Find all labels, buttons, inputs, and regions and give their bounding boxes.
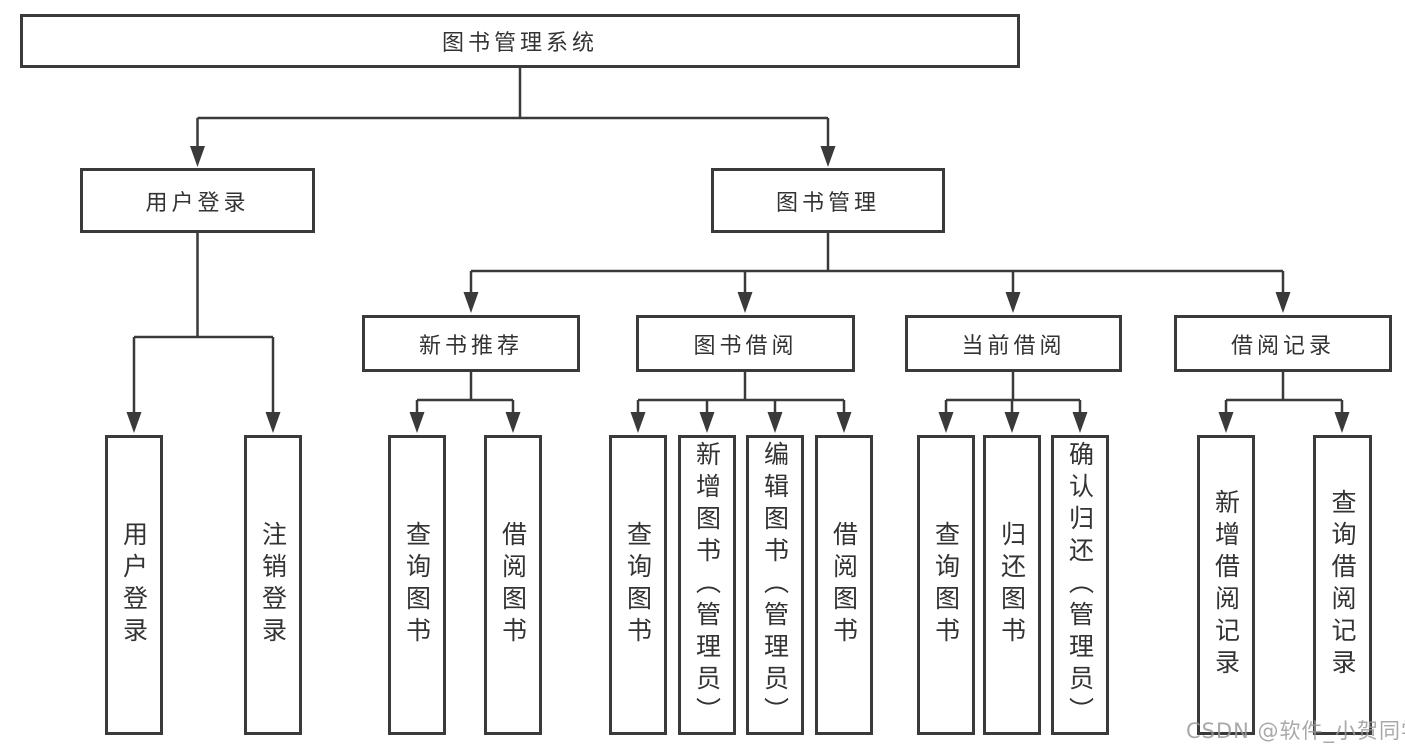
arrow-down-icon bbox=[767, 412, 783, 433]
arrow-down-icon bbox=[836, 412, 852, 433]
leaf-logout-label: 注销登录 bbox=[258, 521, 288, 649]
arrow-down-icon bbox=[938, 412, 954, 433]
arrow-down-icon bbox=[699, 412, 715, 433]
leaf-borrow-book: 借阅图书 bbox=[815, 435, 873, 735]
arrow-down-icon bbox=[505, 412, 521, 433]
arrow-down-icon bbox=[820, 146, 836, 167]
node-book-management: 图书管理 bbox=[711, 168, 945, 233]
node-new-book-recommend-label: 新书推荐 bbox=[418, 333, 523, 359]
leaf-add-book-admin: 新增图书（管理员） bbox=[678, 435, 736, 735]
arrow-down-icon bbox=[463, 292, 479, 313]
arrow-down-icon bbox=[737, 292, 753, 313]
arrow-down-icon bbox=[1218, 412, 1234, 433]
leaf-confirm-return-admin-label: 确认归还（管理员） bbox=[1065, 441, 1095, 729]
leaf-edit-book-admin: 编辑图书（管理员） bbox=[746, 435, 804, 735]
watermark: CSDN @软件_小贺同学 bbox=[1186, 719, 1405, 743]
arrow-down-icon bbox=[1005, 292, 1021, 313]
arrow-down-icon bbox=[1004, 412, 1020, 433]
node-current-borrow-label: 当前借阅 bbox=[961, 333, 1066, 359]
leaf-query-book-recommend: 查询图书 bbox=[388, 435, 446, 735]
leaf-return-book-label: 归还图书 bbox=[997, 521, 1027, 649]
arrow-down-icon bbox=[190, 146, 205, 167]
arrow-down-icon bbox=[1072, 412, 1088, 433]
node-borrow-records: 借阅记录 bbox=[1174, 315, 1392, 372]
leaf-query-book-recommend-label: 查询图书 bbox=[402, 521, 432, 649]
node-borrow-records-label: 借阅记录 bbox=[1230, 333, 1335, 359]
leaf-borrow-book-recommend: 借阅图书 bbox=[484, 435, 542, 735]
arrow-down-icon bbox=[126, 412, 142, 433]
arrowhead-icons bbox=[126, 146, 1350, 433]
leaf-query-book-borrow-label: 查询图书 bbox=[623, 521, 653, 649]
node-book-borrow: 图书借阅 bbox=[636, 315, 855, 372]
node-root-label: 图书管理系统 bbox=[441, 31, 598, 56]
leaf-add-borrow-record-label: 新增借阅记录 bbox=[1211, 489, 1241, 681]
arrow-down-icon bbox=[409, 412, 425, 433]
leaf-edit-book-admin-label: 编辑图书（管理员） bbox=[760, 441, 790, 729]
leaf-query-borrow-record-label: 查询借阅记录 bbox=[1328, 489, 1357, 681]
arrow-down-icon bbox=[265, 412, 281, 433]
leaf-logout: 注销登录 bbox=[244, 435, 302, 735]
arrow-down-icon bbox=[1275, 292, 1291, 313]
node-current-borrow: 当前借阅 bbox=[905, 315, 1122, 372]
leaf-confirm-return-admin: 确认归还（管理员） bbox=[1051, 435, 1109, 735]
node-user-login: 用户登录 bbox=[80, 168, 315, 233]
leaf-query-borrow-record: 查询借阅记录 bbox=[1313, 435, 1372, 735]
node-root: 图书管理系统 bbox=[20, 14, 1020, 68]
node-user-login-label: 用户登录 bbox=[145, 190, 250, 216]
leaf-user-login-label: 用户登录 bbox=[119, 521, 149, 649]
arrow-down-icon bbox=[1334, 412, 1350, 433]
leaf-add-book-admin-label: 新增图书（管理员） bbox=[692, 441, 722, 729]
node-book-borrow-label: 图书借阅 bbox=[693, 333, 798, 359]
leaf-borrow-book-recommend-label: 借阅图书 bbox=[498, 521, 528, 649]
leaf-user-login: 用户登录 bbox=[105, 435, 163, 735]
node-book-management-label: 图书管理 bbox=[775, 190, 880, 216]
node-new-book-recommend: 新书推荐 bbox=[362, 315, 580, 372]
leaf-query-book-current-label: 查询图书 bbox=[931, 521, 961, 649]
leaf-return-book: 归还图书 bbox=[983, 435, 1041, 735]
leaf-query-book-current: 查询图书 bbox=[917, 435, 975, 735]
leaf-query-book-borrow: 查询图书 bbox=[609, 435, 667, 735]
leaf-borrow-book-label: 借阅图书 bbox=[829, 521, 859, 649]
arrow-down-icon bbox=[630, 412, 646, 433]
leaf-add-borrow-record: 新增借阅记录 bbox=[1197, 435, 1255, 735]
tree-edges bbox=[132, 68, 1344, 416]
